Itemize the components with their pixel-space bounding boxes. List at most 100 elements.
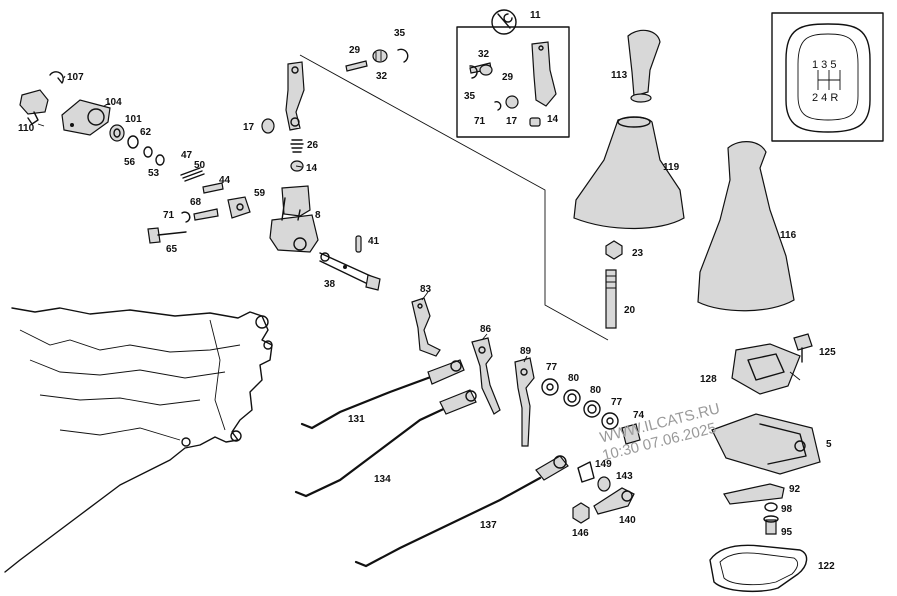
callout-134: 134: [374, 474, 391, 485]
callout-leaders: [37, 75, 801, 381]
callout-56: 56: [124, 157, 136, 168]
part-137-rod: [354, 455, 569, 568]
part-47-spring: [180, 167, 205, 182]
part-95-bolt: [763, 515, 779, 535]
part-8-shift-unit: [269, 185, 319, 253]
part-113-knob: [627, 29, 661, 103]
transmission-housing: [4, 307, 273, 573]
part-119-boot: [573, 116, 685, 230]
callout-47: 47: [181, 150, 193, 161]
part-80b-ring: [583, 400, 601, 418]
callout-29b: 29: [502, 72, 514, 83]
part-lever-upper: [285, 61, 305, 131]
part-104-housing: [61, 99, 111, 136]
callout-92: 92: [789, 484, 801, 495]
part-77b-washer: [601, 412, 619, 430]
callout-113: 113: [611, 70, 628, 81]
shift-pattern-top: 1 3 5: [812, 59, 836, 71]
callout-29a: 29: [349, 45, 361, 56]
callout-71a: 71: [163, 210, 175, 221]
part-71a-clip: [181, 211, 191, 223]
callout-50: 50: [194, 160, 206, 171]
callout-14a: 14: [306, 163, 318, 174]
callout-116: 116: [780, 230, 797, 241]
callout-32b: 32: [478, 49, 490, 60]
callout-122: 122: [818, 561, 835, 572]
callout-8: 8: [315, 210, 321, 221]
part-26-spring: [290, 139, 304, 153]
part-20-lever-rod: [605, 269, 617, 329]
shift-pattern-panel: [771, 12, 884, 142]
callout-98: 98: [781, 504, 793, 515]
part-77a-washer: [541, 378, 559, 396]
part-56-ring: [143, 146, 153, 158]
part-44-pin: [202, 182, 224, 194]
part-101-seal: [109, 124, 125, 142]
part-32a-bush: [372, 49, 388, 63]
callout-104: 104: [105, 97, 122, 108]
part-65-bolt: [147, 227, 187, 244]
part-62-washer: [127, 135, 139, 149]
shift-pattern-bottom: 2 4 R: [812, 92, 838, 104]
callout-17b: 17: [506, 116, 518, 127]
callout-101: 101: [125, 114, 142, 125]
part-86-lever: [471, 337, 501, 415]
part-53-ring: [155, 154, 165, 166]
callout-143: 143: [616, 471, 633, 482]
part-80a-ring: [563, 389, 581, 407]
part-143-bush: [597, 476, 611, 492]
callout-14b: 14: [547, 114, 559, 125]
callout-83: 83: [420, 284, 432, 295]
callout-77a: 77: [546, 362, 558, 373]
part-89-lever: [514, 357, 535, 447]
callout-71b: 71: [474, 116, 486, 127]
part-74-bush: [621, 423, 641, 445]
callout-26: 26: [307, 140, 319, 151]
callout-131: 131: [348, 414, 365, 425]
part-122-gasket: [709, 544, 808, 593]
callout-35a: 35: [394, 28, 406, 39]
callout-65: 65: [166, 244, 178, 255]
part-68-pin: [193, 208, 219, 221]
part-140-link: [593, 487, 635, 515]
part-134-rod: [294, 389, 477, 498]
part-128-mount: [731, 343, 801, 395]
callout-17a: 17: [243, 122, 255, 133]
callout-44: 44: [219, 175, 231, 186]
callout-32a: 32: [376, 71, 388, 82]
callout-107: 107: [67, 72, 84, 83]
part-107-circlip: [49, 71, 64, 84]
callout-119: 119: [663, 162, 680, 173]
part-59-block: [227, 196, 251, 219]
part-35a-circlip: [397, 48, 409, 63]
assembly-leader-line: [299, 54, 609, 341]
callout-38: 38: [324, 279, 336, 290]
callout-80b: 80: [590, 385, 602, 396]
inset-box-11: [456, 9, 570, 138]
callout-68: 68: [190, 197, 202, 208]
callout-74: 74: [633, 410, 645, 421]
callout-140: 140: [619, 515, 636, 526]
callout-59: 59: [254, 188, 266, 199]
callout-149: 149: [595, 459, 612, 470]
callout-125: 125: [819, 347, 836, 358]
part-38-shaft: [319, 252, 381, 291]
callout-89: 89: [520, 346, 532, 357]
callout-146: 146: [572, 528, 589, 539]
callout-110: 110: [18, 123, 35, 134]
part-23-nut: [605, 240, 623, 260]
part-149-clip: [577, 461, 595, 483]
part-131-rod: [300, 359, 465, 430]
callout-62: 62: [140, 127, 152, 138]
part-116-gaiter: [697, 141, 795, 312]
callout-86: 86: [480, 324, 492, 335]
part-41-pin: [355, 235, 362, 253]
part-17a-bush: [261, 118, 275, 134]
callout-23: 23: [632, 248, 644, 259]
watermark: WWW.ILCATS.RU 10:30 07.06.2025: [598, 400, 722, 464]
callout-20: 20: [624, 305, 636, 316]
part-83-lever: [411, 297, 441, 357]
callout-11: 11: [530, 10, 541, 21]
part-110-switch: [19, 89, 49, 125]
